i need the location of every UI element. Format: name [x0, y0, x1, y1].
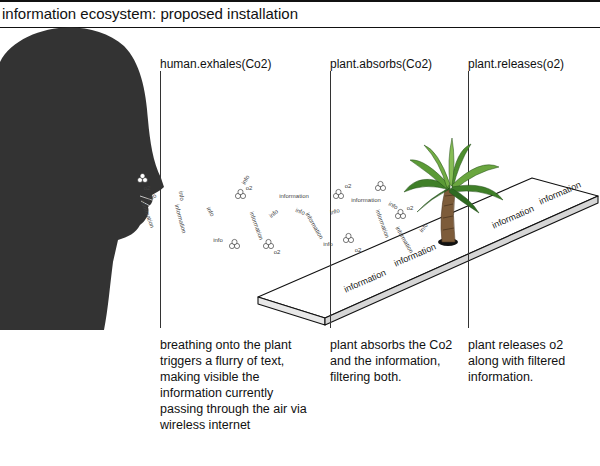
flurry-word: information [374, 209, 391, 239]
leaf [410, 160, 450, 190]
flurry-word: info [294, 207, 305, 217]
column-note: plant absorbs the Co2 and the informatio… [330, 337, 458, 385]
flurry-word: info [205, 206, 216, 218]
platform-face [258, 297, 325, 325]
column-heading: plant.absorbs(Co2) [330, 57, 432, 71]
flurry-word: info [268, 208, 280, 220]
bubble [235, 189, 245, 198]
flurry-word: info [177, 191, 186, 202]
flurry-word: o2 [274, 249, 281, 256]
flurry-word: o2 [246, 185, 253, 192]
leaf [404, 179, 450, 192]
bubble [138, 174, 148, 183]
flurry-word: o2 [355, 247, 362, 254]
flurry-word: info [329, 207, 340, 217]
platform-face [258, 178, 598, 318]
column-heading: plant.releases(o2) [468, 57, 564, 71]
leaf [417, 188, 449, 212]
flurry-word: information [139, 199, 156, 229]
bubble [375, 181, 385, 190]
leaf [424, 145, 450, 188]
bubble [263, 239, 273, 248]
oxygen-bubbles [138, 174, 406, 249]
bubble [333, 189, 343, 198]
flurry-word: info [323, 241, 333, 248]
head-silhouette [0, 27, 164, 330]
leader-line [468, 71, 469, 328]
title-rule [0, 27, 600, 28]
leaf [452, 165, 499, 190]
flurry-word: information [304, 211, 325, 240]
flurry-word: o2 [407, 205, 414, 212]
flurry-word: information [248, 211, 265, 241]
leaf [451, 144, 471, 188]
flurry-word: information [173, 204, 187, 234]
column-note: plant releases o2 along with filtered in… [468, 337, 590, 385]
top-rule [0, 0, 600, 2]
bubble [229, 239, 239, 248]
flurry-word: o2 [144, 185, 151, 192]
flurry-word: info [387, 201, 399, 212]
flurry-word: info [213, 237, 223, 244]
diagram-title: information ecosystem: proposed installa… [2, 5, 298, 23]
flurry-word: information [279, 193, 309, 200]
platform-face [325, 196, 598, 325]
flurry-word: information [351, 197, 381, 204]
column-note: breathing onto the plant triggers a flur… [160, 337, 312, 433]
flurry-word: info [146, 193, 158, 204]
leader-line [160, 71, 161, 328]
bubble [343, 233, 353, 242]
column-heading: human.exhales(Co2) [160, 57, 271, 71]
flurry-word: o2 [345, 183, 352, 190]
bubble [395, 209, 405, 218]
flurry-word: info [241, 174, 252, 186]
leaf [449, 138, 454, 186]
